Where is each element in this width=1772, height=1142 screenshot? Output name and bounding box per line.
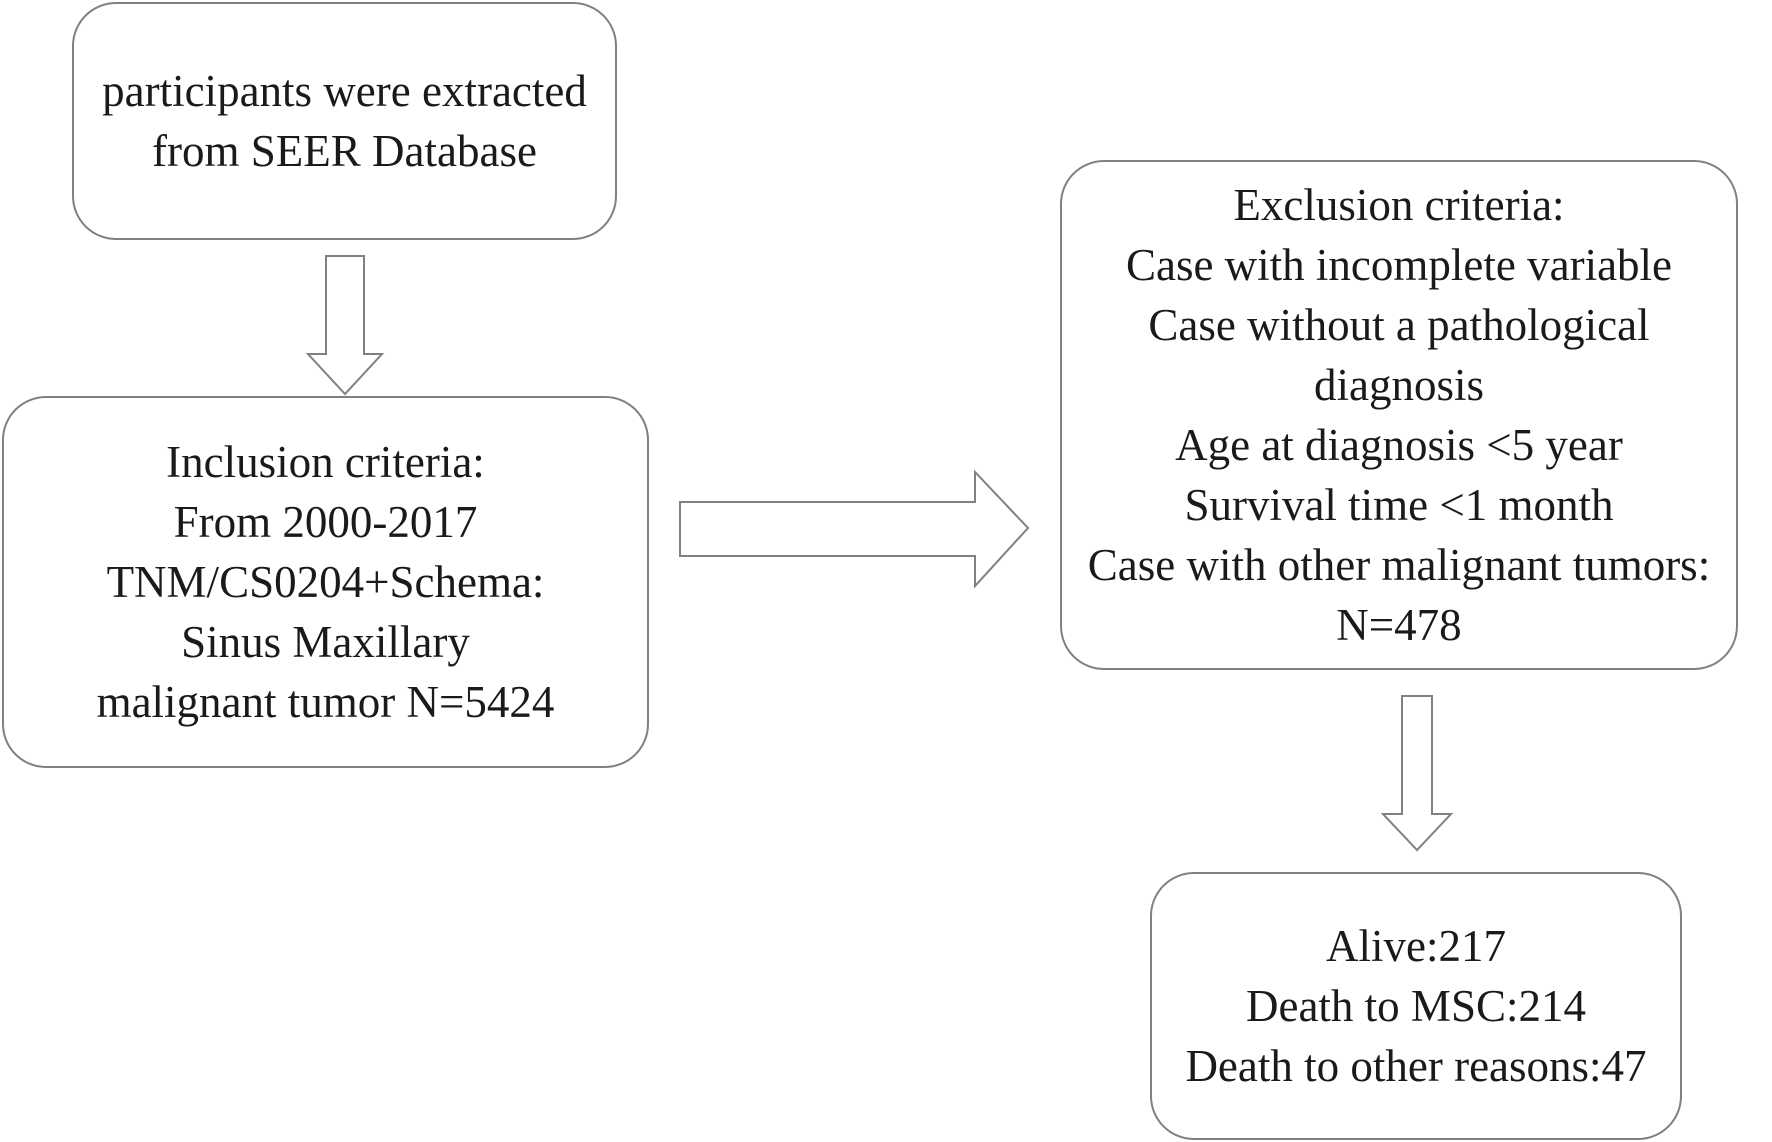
inclusion-line: From 2000-2017 bbox=[173, 497, 478, 547]
exclusion-line: Case with incomplete variable bbox=[1125, 240, 1673, 290]
arrow-inclusion-to-exclusion bbox=[679, 469, 1030, 589]
exclusion-line: Survival time <1 month bbox=[1184, 480, 1614, 530]
exclusion-box: Exclusion criteria: Case with incomplete… bbox=[1060, 160, 1738, 670]
outcome-line: Death to other reasons:47 bbox=[1185, 1041, 1647, 1091]
outcome-line: Death to MSC:214 bbox=[1245, 981, 1586, 1031]
source-line: from SEER Database bbox=[152, 126, 537, 176]
inclusion-box: Inclusion criteria: From 2000-2017 TNM/C… bbox=[2, 396, 649, 768]
outcome-box: Alive:217 Death to MSC:214 Death to othe… bbox=[1150, 872, 1682, 1140]
exclusion-line: diagnosis bbox=[1313, 360, 1484, 410]
arrow-exclusion-to-outcome bbox=[1380, 695, 1454, 852]
inclusion-line: malignant tumor N=5424 bbox=[96, 677, 555, 727]
exclusion-line: Age at diagnosis <5 year bbox=[1175, 420, 1623, 470]
source-line: participants were extracted bbox=[102, 66, 587, 116]
exclusion-line: Exclusion criteria: bbox=[1233, 180, 1565, 230]
exclusion-line: Case with other malignant tumors: bbox=[1087, 540, 1711, 590]
inclusion-line: Inclusion criteria: bbox=[166, 437, 485, 487]
inclusion-line: TNM/CS0204+Schema: bbox=[106, 557, 545, 607]
inclusion-line: Sinus Maxillary bbox=[181, 617, 470, 667]
arrow-source-to-inclusion bbox=[305, 255, 385, 396]
outcome-line: Alive:217 bbox=[1326, 921, 1506, 971]
source-box: participants were extracted from SEER Da… bbox=[72, 2, 617, 240]
exclusion-line: N=478 bbox=[1336, 600, 1462, 650]
exclusion-line: Case without a pathological bbox=[1148, 300, 1650, 350]
